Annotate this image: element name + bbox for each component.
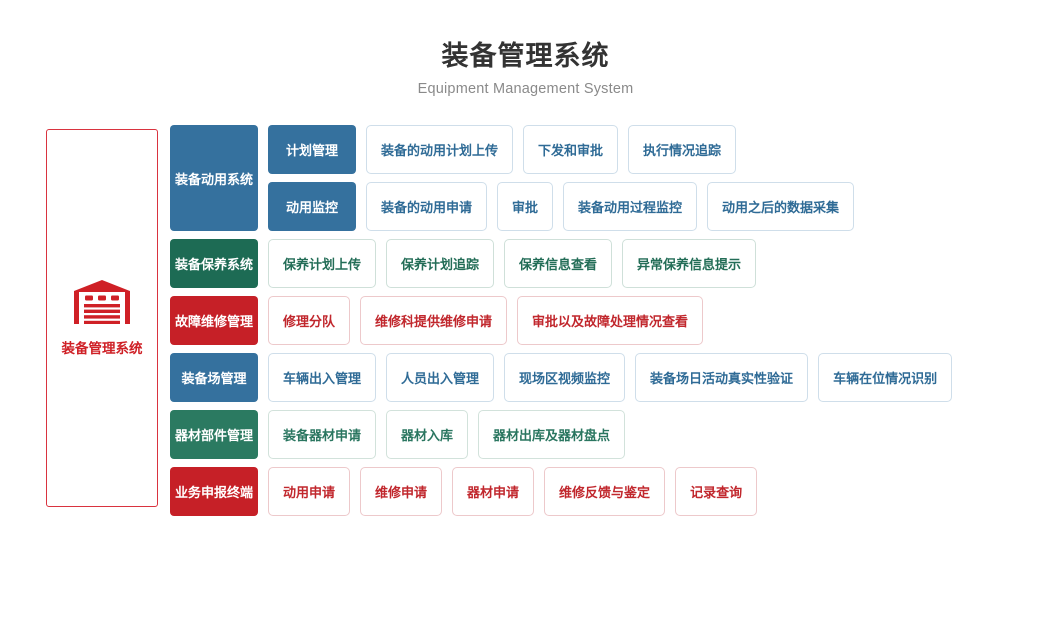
root-system-panel[interactable]: 装备管理系统 <box>46 129 158 507</box>
category-chip[interactable]: 故障维修管理 <box>170 296 258 345</box>
subrow-group: 动用申请维修申请器材申请维修反馈与鉴定记录查询 <box>258 467 758 516</box>
page-subtitle: Equipment Management System <box>417 81 634 98</box>
module-item[interactable]: 装备动用过程监控 <box>563 182 698 231</box>
module-item[interactable]: 维修反馈与鉴定 <box>544 467 666 516</box>
module-item[interactable]: 装备的动用计划上传 <box>366 125 514 174</box>
module-item[interactable]: 审批以及故障处理情况查看 <box>517 296 704 345</box>
page-title: 装备管理系统 <box>441 41 610 71</box>
subrow-group: 保养计划上传保养计划追踪保养信息查看异常保养信息提示 <box>258 239 757 288</box>
module-item[interactable]: 下发和审批 <box>523 125 619 174</box>
subrow-group: 车辆出入管理人员出入管理现场区视频监控装备场日活动真实性验证车辆在位情况识别 <box>258 353 953 402</box>
subrow-group: 计划管理装备的动用计划上传下发和审批执行情况追踪动用监控装备的动用申请审批装备动… <box>258 125 855 231</box>
page-header: 装备管理系统 Equipment Management System <box>0 0 1051 97</box>
subrow-group: 修理分队维修科提供维修申请审批以及故障处理情况查看 <box>258 296 704 345</box>
module-item[interactable]: 器材入库 <box>386 410 469 459</box>
module-item[interactable]: 保养信息查看 <box>504 239 613 288</box>
module-row: 故障维修管理修理分队维修科提供维修申请审批以及故障处理情况查看 <box>170 296 1050 345</box>
module-subrow: 装备器材申请器材入库器材出库及器材盘点 <box>258 410 626 459</box>
module-rows: 装备动用系统计划管理装备的动用计划上传下发和审批执行情况追踪动用监控装备的动用申… <box>170 125 1050 524</box>
module-item[interactable]: 执行情况追踪 <box>628 125 737 174</box>
root-system-label: 装备管理系统 <box>61 340 143 356</box>
category-chip[interactable]: 装备保养系统 <box>170 239 258 288</box>
module-item[interactable]: 审批 <box>497 182 554 231</box>
module-item[interactable]: 动用之后的数据采集 <box>707 182 855 231</box>
module-subrow: 动用申请维修申请器材申请维修反馈与鉴定记录查询 <box>258 467 758 516</box>
category-chip[interactable]: 装备场管理 <box>170 353 258 402</box>
subrow-group: 装备器材申请器材入库器材出库及器材盘点 <box>258 410 626 459</box>
subcategory-chip[interactable]: 计划管理 <box>268 125 356 174</box>
module-subrow: 车辆出入管理人员出入管理现场区视频监控装备场日活动真实性验证车辆在位情况识别 <box>258 353 953 402</box>
module-row: 业务申报终端动用申请维修申请器材申请维修反馈与鉴定记录查询 <box>170 467 1050 516</box>
module-item[interactable]: 保养计划追踪 <box>386 239 495 288</box>
module-item[interactable]: 器材申请 <box>452 467 535 516</box>
module-item[interactable]: 记录查询 <box>675 467 758 516</box>
module-item[interactable]: 人员出入管理 <box>386 353 495 402</box>
module-row: 器材部件管理装备器材申请器材入库器材出库及器材盘点 <box>170 410 1050 459</box>
module-item[interactable]: 保养计划上传 <box>268 239 377 288</box>
module-item[interactable]: 动用申请 <box>268 467 351 516</box>
module-item[interactable]: 车辆出入管理 <box>268 353 377 402</box>
category-chip[interactable]: 器材部件管理 <box>170 410 258 459</box>
module-item[interactable]: 维修申请 <box>360 467 443 516</box>
module-row: 装备保养系统保养计划上传保养计划追踪保养信息查看异常保养信息提示 <box>170 239 1050 288</box>
module-item[interactable]: 装备器材申请 <box>268 410 377 459</box>
category-chip[interactable]: 业务申报终端 <box>170 467 258 516</box>
module-item[interactable]: 器材出库及器材盘点 <box>478 410 626 459</box>
warehouse-icon <box>73 279 131 329</box>
subcategory-chip[interactable]: 动用监控 <box>268 182 356 231</box>
module-item[interactable]: 车辆在位情况识别 <box>818 353 953 402</box>
module-row: 装备场管理车辆出入管理人员出入管理现场区视频监控装备场日活动真实性验证车辆在位情… <box>170 353 1050 402</box>
module-subrow: 保养计划上传保养计划追踪保养信息查看异常保养信息提示 <box>258 239 757 288</box>
module-item[interactable]: 修理分队 <box>268 296 351 345</box>
module-subrow: 动用监控装备的动用申请审批装备动用过程监控动用之后的数据采集 <box>258 182 855 231</box>
module-item[interactable]: 装备的动用申请 <box>366 182 488 231</box>
module-item[interactable]: 现场区视频监控 <box>504 353 626 402</box>
module-item[interactable]: 装备场日活动真实性验证 <box>635 353 809 402</box>
category-chip[interactable]: 装备动用系统 <box>170 125 258 231</box>
module-subrow: 计划管理装备的动用计划上传下发和审批执行情况追踪 <box>258 125 854 174</box>
module-item[interactable]: 维修科提供维修申请 <box>360 296 508 345</box>
module-subrow: 修理分队维修科提供维修申请审批以及故障处理情况查看 <box>258 296 704 345</box>
module-row: 装备动用系统计划管理装备的动用计划上传下发和审批执行情况追踪动用监控装备的动用申… <box>170 125 1050 231</box>
module-item[interactable]: 异常保养信息提示 <box>622 239 757 288</box>
